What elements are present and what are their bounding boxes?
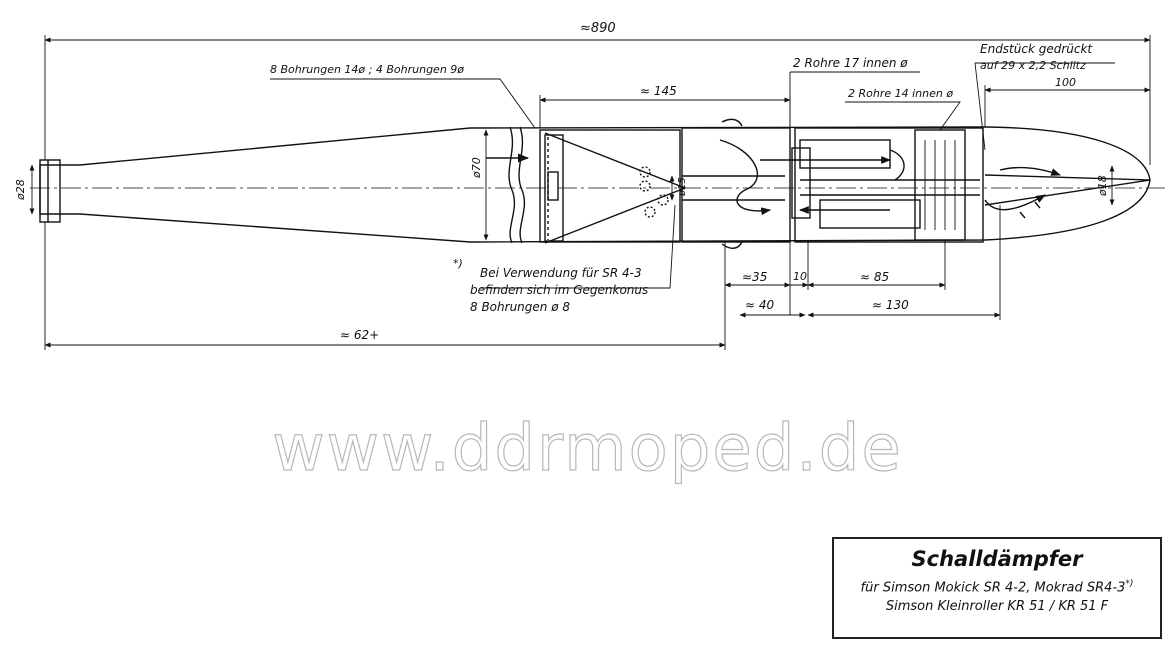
dim-len-85: ≈ 85 bbox=[860, 270, 890, 284]
dim-section-145: ≈ 145 bbox=[640, 84, 677, 98]
chamber-cone bbox=[539, 129, 681, 243]
footnote-line-3: 8 Bohrungen ø 8 bbox=[470, 300, 570, 314]
dim-front-length: ≈ 62+ bbox=[340, 328, 380, 342]
dim-len-130: ≈ 130 bbox=[872, 298, 909, 312]
footnote-line-2: befinden sich im Gegenkonus bbox=[470, 283, 649, 297]
dim-overall-length: ≈890 bbox=[580, 21, 616, 36]
title-models-line-1: für Simson Mokick SR 4-2, Mokrad SR4-3*) bbox=[844, 575, 1150, 597]
dim-dia-18: ø18 bbox=[1096, 175, 1109, 196]
title-models-line-2: Simson Kleinroller KR 51 / KR 51 F bbox=[885, 599, 1109, 615]
title-block: Schalldämpfer für Simson Mokick SR 4-2, … bbox=[832, 537, 1162, 639]
note-endpiece-1: Endstück gedrückt bbox=[980, 42, 1093, 56]
dim-dia-28: ø28 bbox=[14, 179, 27, 200]
dim-len-10: 10 bbox=[793, 270, 807, 283]
title-models-text-1: für Simson Mokick SR 4-2, Mokrad SR4-3 bbox=[860, 580, 1126, 596]
watermark-text: www.ddrmoped.de bbox=[272, 411, 903, 486]
title-heading: Schalldämpfer bbox=[911, 547, 1083, 571]
note-tubes-17: 2 Rohre 17 innen ø bbox=[793, 56, 908, 70]
end-cone bbox=[984, 174, 1151, 206]
dim-len-35: ≈35 bbox=[742, 270, 768, 284]
note-bores: 8 Bohrungen 14ø ; 4 Bohrungen 9ø bbox=[270, 63, 465, 76]
dim-dia-70: ø70 bbox=[470, 157, 483, 178]
title-footnote-mark: *) bbox=[1125, 579, 1134, 589]
dim-dia-15: ø15 bbox=[677, 177, 688, 196]
dim-end-100: 100 bbox=[1055, 76, 1076, 89]
footnote-line-1: Bei Verwendung für SR 4-3 bbox=[480, 266, 642, 280]
dim-len-40: ≈ 40 bbox=[745, 298, 775, 312]
inlet-pipe bbox=[39, 159, 61, 223]
chamber-tubes bbox=[794, 127, 984, 243]
chamber-middle bbox=[681, 127, 791, 243]
note-tubes-14: 2 Rohre 14 innen ø bbox=[848, 87, 954, 100]
footnote-marker: *) bbox=[453, 257, 463, 270]
note-endpiece-2: auf 29 x 2,2 Schlitz bbox=[980, 59, 1086, 72]
